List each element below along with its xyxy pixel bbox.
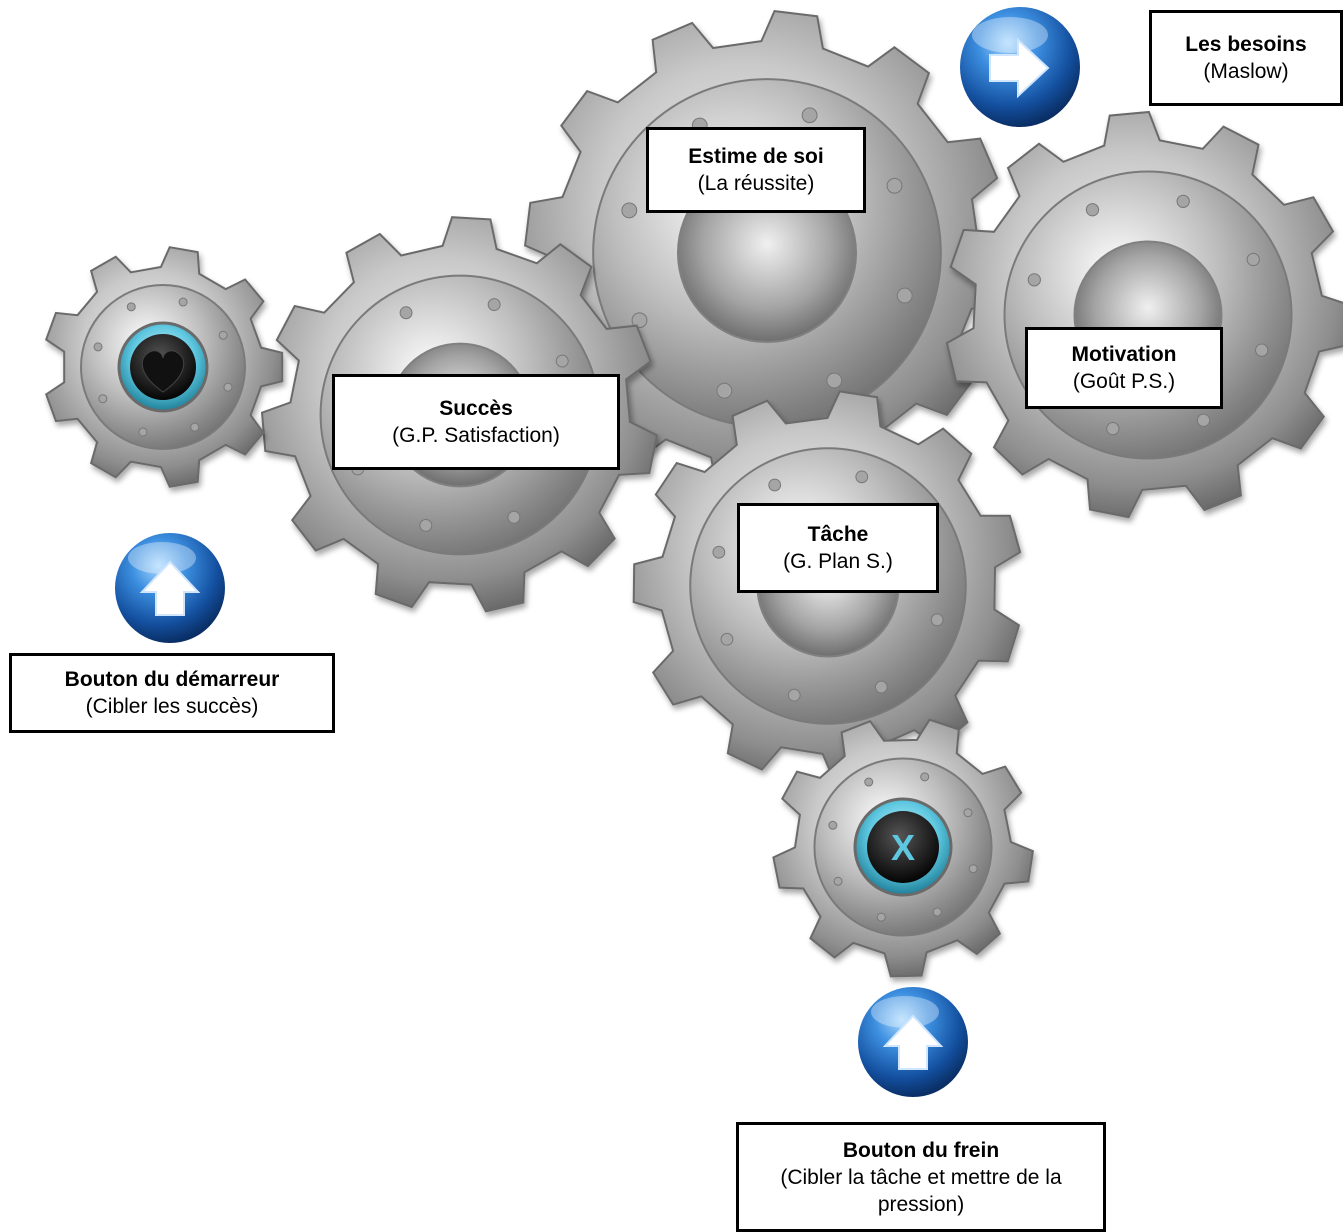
arrow-right-icon — [989, 37, 1050, 99]
label-demarreur-sub: (Cibler les succès) — [85, 695, 259, 718]
label-estime-title: Estime de soi — [688, 145, 824, 168]
label-tache-title: Tâche — [807, 523, 869, 546]
arrow-up-icon — [139, 560, 201, 616]
heart-icon — [141, 350, 185, 393]
label-succes: Succès (G.P. Satisfaction) — [332, 374, 620, 470]
starter-arrow-button[interactable] — [115, 533, 225, 643]
label-succes-sub: (G.P. Satisfaction) — [392, 424, 560, 447]
label-frein: Bouton du frein (Cibler la tâche et mett… — [736, 1122, 1106, 1232]
label-estime: Estime de soi (La réussite) — [646, 127, 866, 213]
label-besoins-title: Les besoins — [1185, 33, 1307, 56]
label-motivation-sub: (Goût P.S.) — [1072, 370, 1176, 393]
label-motivation: Motivation (Goût P.S.) — [1025, 327, 1223, 409]
label-demarreur: Bouton du démarreur (Cibler les succès) — [9, 653, 335, 733]
x-icon: X — [891, 827, 915, 868]
label-tache: Tâche (G. Plan S.) — [737, 503, 939, 593]
arrow-up-icon — [882, 1014, 944, 1070]
x-button[interactable]: X — [853, 797, 953, 897]
label-tache-sub: (G. Plan S.) — [783, 550, 893, 573]
gear-motivation — [945, 110, 1343, 519]
label-estime-sub: (La réussite) — [697, 172, 815, 195]
label-frein-title: Bouton du frein — [842, 1138, 1000, 1162]
label-frein-sub: (Cibler la tâche et mettre de la pressio… — [780, 1165, 1062, 1216]
next-arrow-button[interactable] — [960, 7, 1080, 127]
brake-arrow-button[interactable] — [858, 987, 968, 1097]
label-demarreur-title: Bouton du démarreur — [64, 668, 280, 691]
label-succes-title: Succès — [439, 397, 513, 420]
label-motivation-title: Motivation — [1071, 343, 1177, 366]
label-besoins: Les besoins (Maslow) — [1149, 10, 1343, 106]
label-besoins-sub: (Maslow) — [1203, 60, 1289, 83]
heart-button[interactable] — [117, 321, 209, 413]
